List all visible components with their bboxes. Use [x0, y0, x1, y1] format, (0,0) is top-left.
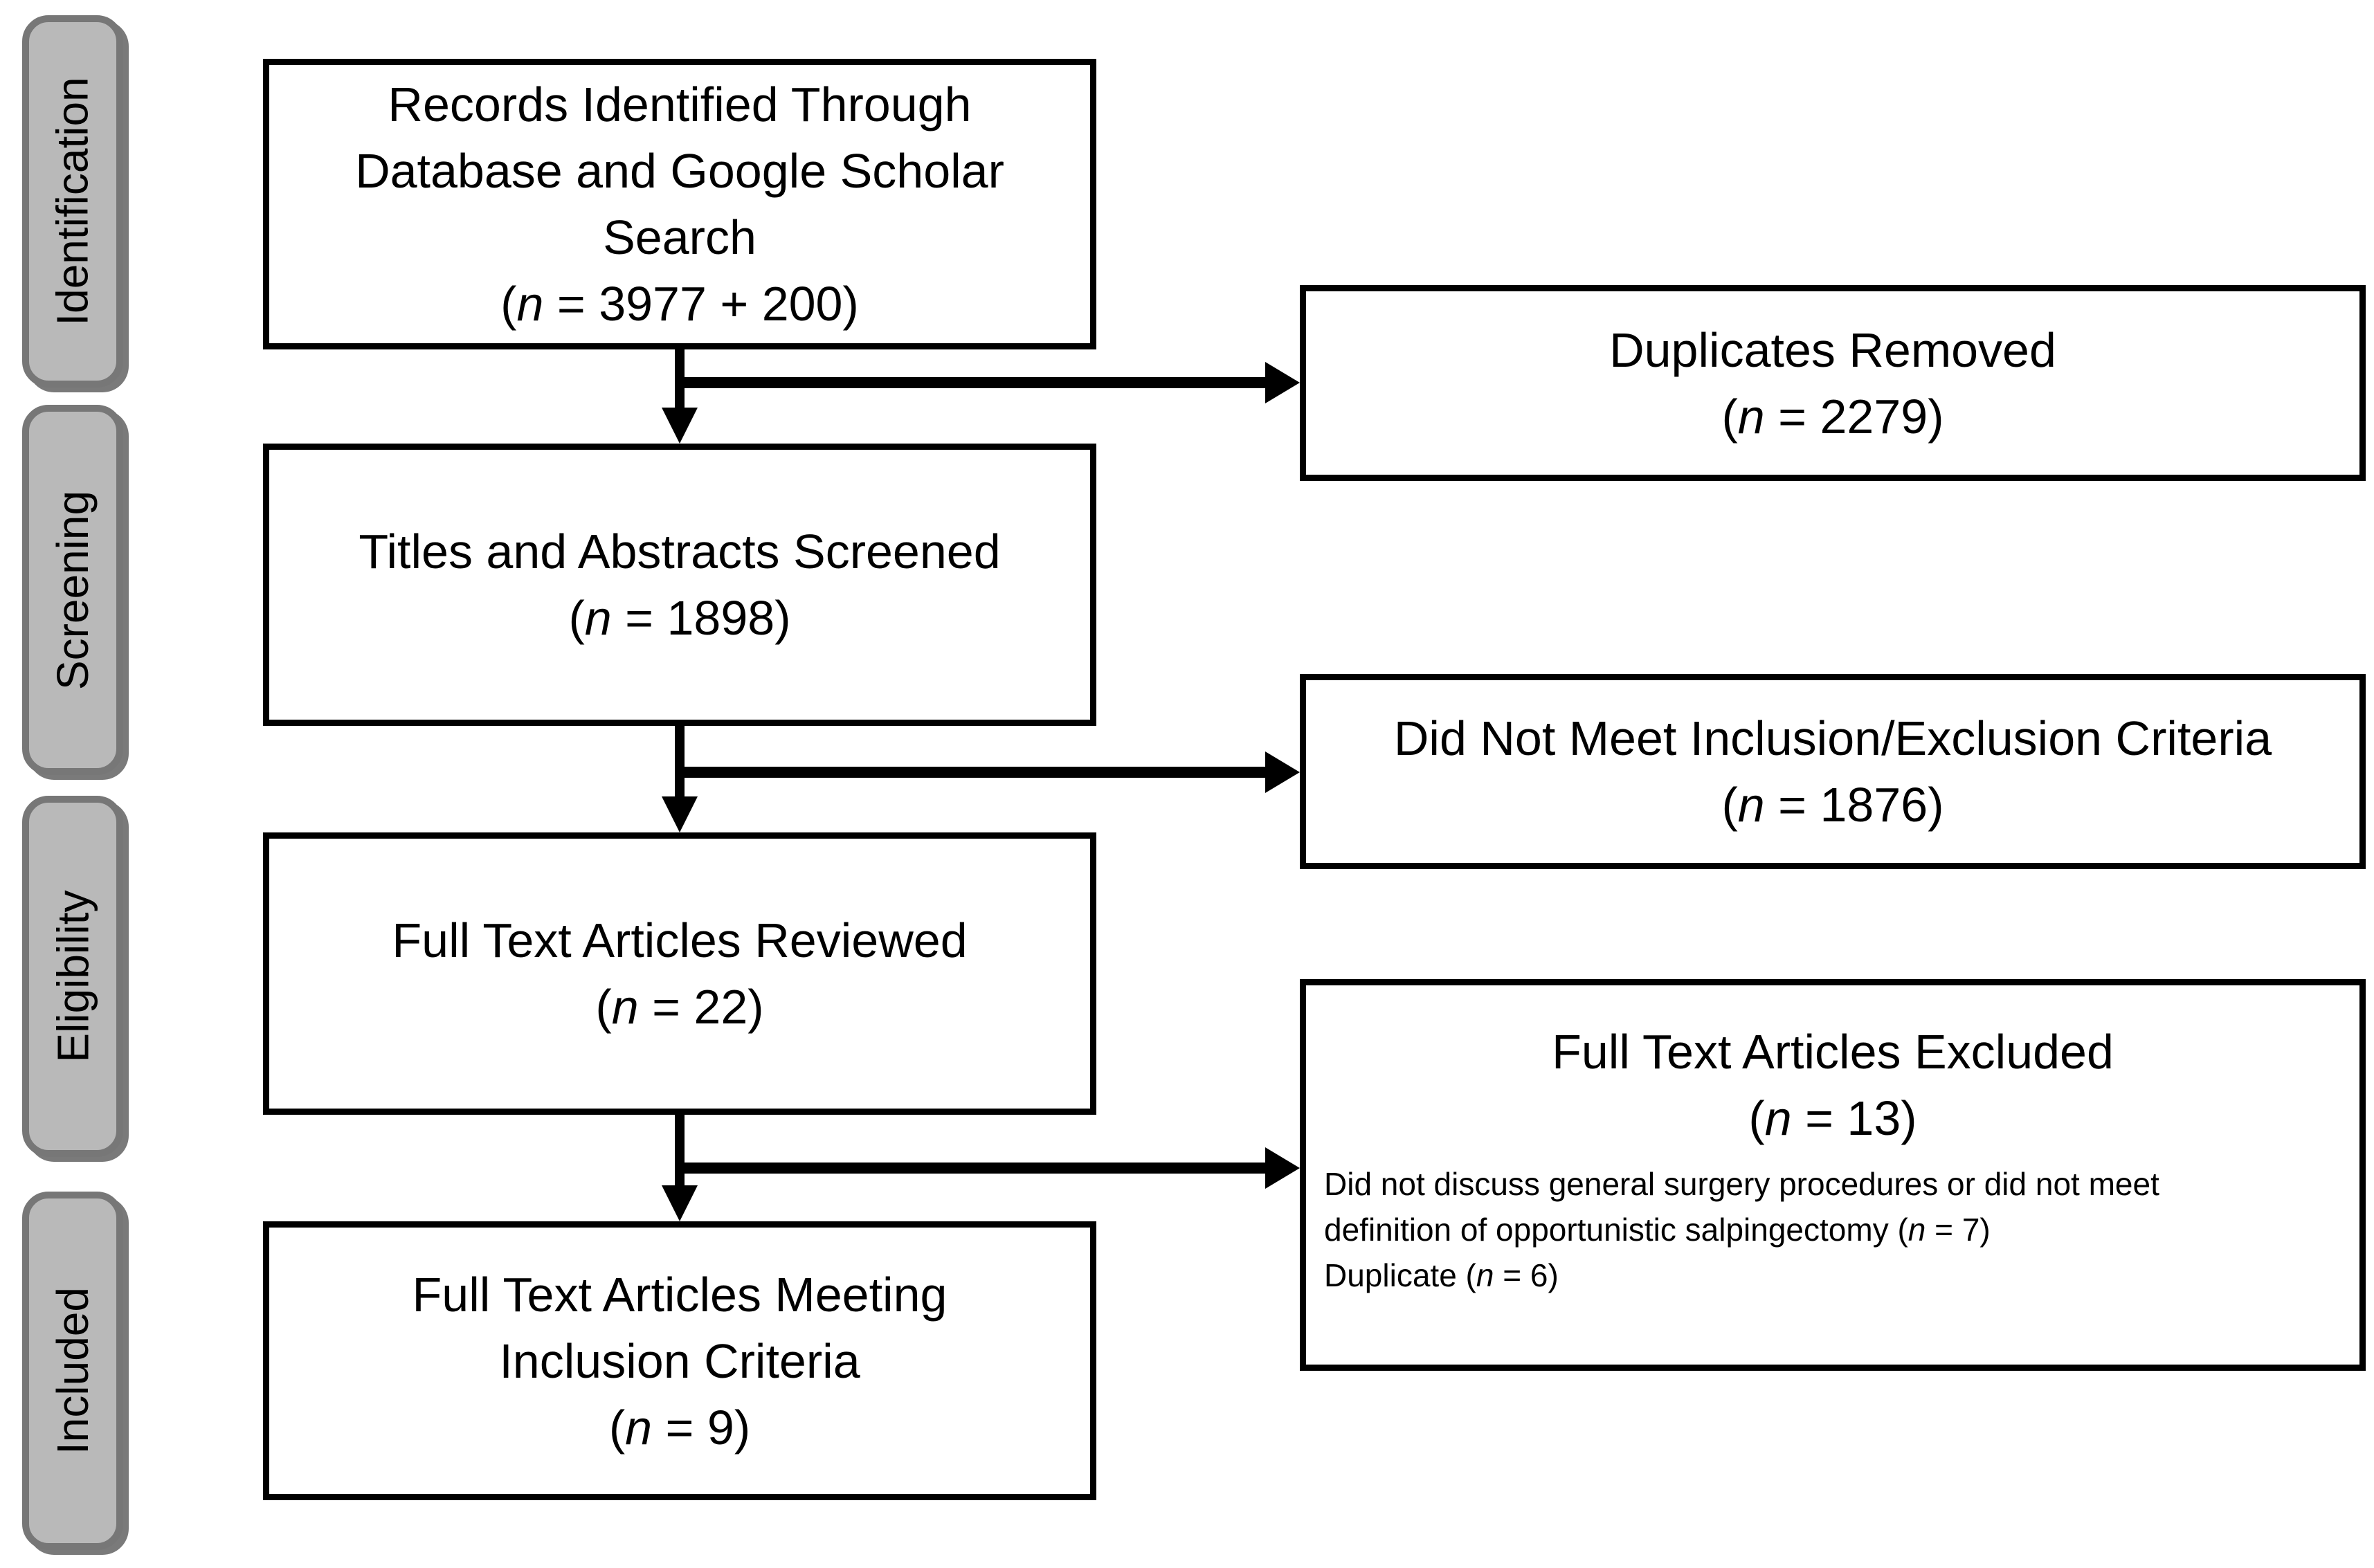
exclusion-reason-1-count: = 7) [1934, 1212, 1991, 1248]
count-suffix: = 2279) [1764, 389, 1944, 444]
box-full-text-meeting-inclusion-count: (n = 9) [609, 1394, 750, 1461]
stage-included-label: Included [48, 1287, 98, 1455]
count-suffix: = 22) [638, 980, 764, 1034]
arrow-to-did-not-meet-criteria-head-icon [1265, 751, 1300, 793]
exclusion-reason-2: Duplicate ( [1324, 1257, 1476, 1293]
stage-eligibility-label: Eligibility [48, 890, 98, 1063]
box-full-text-meeting-inclusion: Full Text Articles Meeting Inclusion Cri… [263, 1221, 1096, 1500]
count-n: n [611, 980, 639, 1034]
box-titles-abstracts-screened: Titles and Abstracts Screened (n = 1898) [263, 444, 1096, 726]
arrow-to-full-text-excluded-head-icon [1265, 1147, 1300, 1189]
stage-screening: Screening [22, 405, 123, 775]
count-n: n [1737, 389, 1765, 444]
count-n: n [1764, 1091, 1792, 1145]
box-full-text-reviewed: Full Text Articles Reviewed (n = 22) [263, 832, 1096, 1115]
arrow-to-full-text-excluded-shaft [675, 1163, 1272, 1174]
arrow-to-duplicates-removed-shaft [675, 377, 1272, 388]
stage-eligibility: Eligibility [22, 796, 123, 1157]
count-n: n [1737, 778, 1765, 832]
box-titles-abstracts-screened-count: (n = 1898) [568, 585, 790, 651]
box-full-text-reviewed-count: (n = 22) [595, 974, 763, 1040]
count-suffix: = 13) [1791, 1091, 1917, 1145]
box-records-identified-count: (n = 3977 + 200) [500, 271, 859, 337]
arrow-reviewed-to-included-head-icon [662, 1185, 698, 1221]
box-titles-abstracts-screened-label: Titles and Abstracts Screened [359, 525, 1001, 578]
box-did-not-meet-criteria-label: Did Not Meet Inclusion/Exclusion Criteri… [1393, 711, 2272, 765]
box-did-not-meet-criteria-count: (n = 1876) [1721, 772, 1943, 838]
stage-identification-label: Identification [48, 77, 98, 326]
box-full-text-excluded-count: (n = 13) [1748, 1085, 1917, 1151]
arrow-to-duplicates-removed-head-icon [1265, 362, 1300, 403]
box-did-not-meet-criteria: Did Not Meet Inclusion/Exclusion Criteri… [1300, 674, 2366, 869]
arrow-screened-to-reviewed-head-icon [662, 796, 698, 832]
box-full-text-excluded-reasons: Did not discuss general surgery procedur… [1306, 1151, 2359, 1298]
box-full-text-meeting-inclusion-label: Full Text Articles Meeting Inclusion Cri… [412, 1267, 948, 1388]
count-suffix: = 1876) [1764, 778, 1944, 832]
count-prefix: ( [1721, 778, 1738, 832]
box-duplicates-removed-count: (n = 2279) [1721, 383, 1943, 450]
box-records-identified: Records Identified Through Database and … [263, 59, 1096, 349]
stage-identification: Identification [22, 15, 123, 388]
box-records-identified-label: Records Identified Through Database and … [355, 78, 1004, 264]
arrow-reviewed-to-included-shaft [675, 1115, 685, 1188]
count-suffix: = 3977 + 200) [543, 277, 859, 331]
arrow-screened-to-reviewed-shaft [675, 726, 685, 799]
count-prefix: ( [568, 591, 585, 645]
exclusion-reason-2-count: = 6) [1494, 1257, 1559, 1293]
count-prefix: ( [500, 277, 517, 331]
count-prefix: ( [608, 1400, 626, 1455]
count-n: n [1908, 1212, 1926, 1248]
count-n: n [584, 591, 612, 645]
box-full-text-excluded: Full Text Articles Excluded (n = 13) Did… [1300, 979, 2366, 1371]
count-n: n [516, 277, 544, 331]
count-suffix: = 1898) [611, 591, 791, 645]
exclusion-reason-1: Did not discuss general surgery procedur… [1324, 1166, 2159, 1248]
stage-screening-label: Screening [48, 490, 98, 690]
count-prefix: ( [1748, 1091, 1765, 1145]
count-n: n [625, 1400, 653, 1455]
arrow-identified-to-screened-head-icon [662, 408, 698, 444]
box-duplicates-removed: Duplicates Removed (n = 2279) [1300, 285, 2366, 481]
count-prefix: ( [595, 980, 612, 1034]
stage-included: Included [22, 1192, 123, 1550]
box-full-text-reviewed-label: Full Text Articles Reviewed [392, 913, 968, 967]
box-duplicates-removed-label: Duplicates Removed [1609, 322, 2056, 377]
count-suffix: = 9) [652, 1400, 751, 1455]
count-n: n [1476, 1257, 1494, 1293]
count-prefix: ( [1721, 389, 1738, 444]
box-full-text-excluded-label: Full Text Articles Excluded [1552, 1025, 2114, 1079]
arrow-to-did-not-meet-criteria-shaft [675, 767, 1272, 778]
